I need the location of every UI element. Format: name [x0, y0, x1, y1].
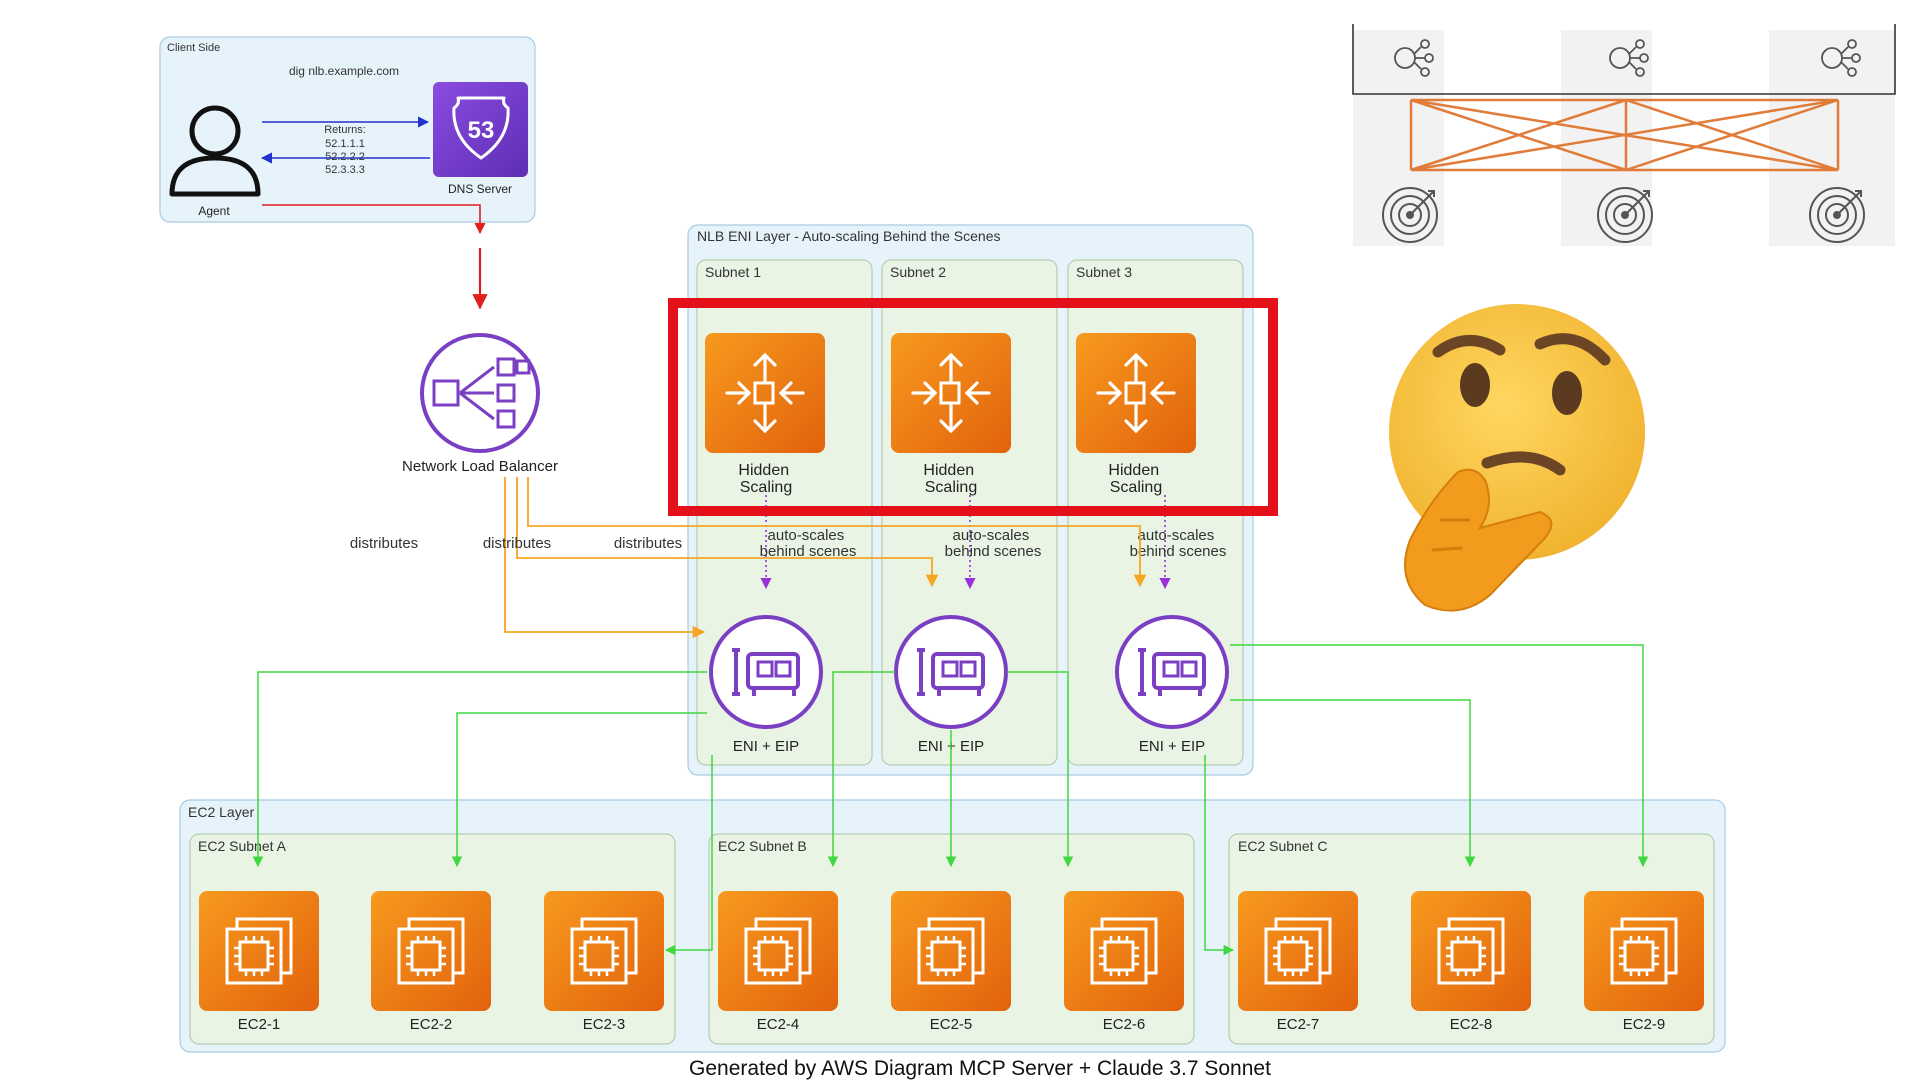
hidden-scaling-label-1: Hidden Scaling — [738, 462, 793, 496]
autoscale-line: behind scenes — [945, 543, 1042, 560]
distributes-label-2: distributes — [483, 535, 551, 552]
edge-eni3-ec2-7 — [1204, 755, 1235, 956]
agent-to-nlb-edge — [262, 204, 486, 235]
subnet-1-label: Subnet 1 — [705, 264, 761, 280]
ec2-subnet-c-label: EC2 Subnet C — [1238, 838, 1328, 854]
network-load-balancer-icon — [420, 333, 540, 453]
target-icons — [1382, 187, 1865, 243]
edge-eni1-ec2-3 — [664, 755, 713, 956]
nlb-label: Network Load Balancer — [402, 458, 558, 475]
hidden-scaling-label-3: Hidden Scaling — [1108, 462, 1163, 496]
hidden-scaling-highlight — [668, 298, 1278, 516]
network-interface-icon — [894, 615, 1008, 729]
eni-layer-title: NLB ENI Layer - Auto-scaling Behind the … — [697, 228, 1001, 244]
hidden-scaling-line: Hidden — [923, 462, 974, 479]
edge-eni2-ec2-4 — [827, 671, 895, 868]
client-side-label: Client Side — [167, 42, 220, 54]
edge-eni1-ec2-1 — [252, 671, 707, 868]
load-balancer-node-icons — [1394, 39, 1861, 77]
route53-icon: 53 — [433, 82, 528, 177]
edge-eni3-ec2-9 — [1230, 644, 1649, 868]
distributes-edge-2 — [516, 477, 939, 588]
ec2-instance-icon — [1411, 891, 1531, 1011]
cross-zone-load-balancing-icon — [1352, 24, 1896, 246]
ec2-instance-label: EC2-7 — [1277, 1016, 1320, 1033]
ec2-instance-icon — [1064, 891, 1184, 1011]
dns-query-label: dig nlb.example.com — [289, 64, 399, 78]
hidden-scaling-label-2: Hidden Scaling — [923, 462, 978, 496]
ec2-subnet-a-label: EC2 Subnet A — [198, 838, 287, 854]
eni-label-1: ENI + EIP — [733, 738, 799, 755]
autoscale-line: auto-scales — [768, 527, 845, 544]
returns-label: Returns: — [324, 124, 366, 136]
user-icon — [169, 105, 261, 197]
autoscale-label-1: auto-scales behind scenes — [760, 527, 857, 560]
eni-layer-group: NLB ENI Layer - Auto-scaling Behind the … — [687, 224, 1254, 776]
dns-badge-number: 53 — [468, 117, 495, 144]
autoscale-line: auto-scales — [953, 527, 1030, 544]
ec2-instance-icon — [1238, 891, 1358, 1011]
network-interface-icon — [709, 615, 823, 729]
subnet-2-label: Subnet 2 — [890, 264, 946, 280]
ec2-instance-label: EC2-6 — [1103, 1016, 1146, 1033]
auto-scaling-icon — [705, 333, 825, 453]
edge-eni3-ec2-8 — [1230, 699, 1476, 868]
agent-label: Agent — [198, 204, 230, 218]
auto-scaling-icon — [1076, 333, 1196, 453]
hidden-scaling-line: Hidden — [738, 462, 789, 479]
ec2-instances: EC2-1 EC2-2 EC2-3 EC2-4 EC2-5 EC2-6 EC2-7 EC2-8… — [199, 891, 1704, 1033]
ec2-instance-label: EC2-4 — [757, 1016, 800, 1033]
network-interface-icon — [1115, 615, 1229, 729]
cross-zone-lines — [1409, 98, 1840, 172]
client-side-group: Client Side dig nlb.example.com Agent 53… — [159, 36, 536, 223]
eni-label-3: ENI + EIP — [1139, 738, 1205, 755]
ec2-instance-label: EC2-5 — [930, 1016, 973, 1033]
thinking-face-emoji — [1389, 304, 1645, 612]
hidden-scaling-line: Scaling — [1110, 479, 1162, 496]
ec2-instance-label: EC2-8 — [1450, 1016, 1493, 1033]
distributes-label-3: distributes — [614, 535, 682, 552]
edge-eni1-ec2-2 — [451, 712, 707, 868]
distributes-label-1: distributes — [350, 535, 418, 552]
ec2-instance-icon — [891, 891, 1011, 1011]
autoscale-label-2: auto-scales behind scenes — [945, 527, 1042, 560]
autoscale-line: behind scenes — [1130, 543, 1227, 560]
distributes-edge-1 — [504, 477, 706, 639]
autoscale-line: auto-scales — [1138, 527, 1215, 544]
hidden-scaling-line: Scaling — [925, 479, 977, 496]
dns-server-label: DNS Server — [448, 182, 512, 196]
ec2-instance-icon — [371, 891, 491, 1011]
returned-ip-1: 52.1.1.1 — [325, 138, 365, 150]
ec2-layer-group: EC2 Layer EC2 Subnet A EC2 Subnet B EC2 … — [179, 799, 1726, 1053]
autoscale-line: behind scenes — [760, 543, 857, 560]
footer-caption: Generated by AWS Diagram MCP Server + Cl… — [689, 1057, 1271, 1080]
returned-ip-3: 52.3.3.3 — [325, 164, 365, 176]
auto-scaling-icon — [891, 333, 1011, 453]
eni-to-ec2-edges — [252, 644, 1649, 956]
hidden-scaling-line: Hidden — [1108, 462, 1159, 479]
ec2-instance-label: EC2-9 — [1623, 1016, 1666, 1033]
ec2-instance-icon — [544, 891, 664, 1011]
ec2-instance-icon — [718, 891, 838, 1011]
returned-ip-2: 52.2.2.2 — [325, 151, 365, 163]
hidden-scaling-line: Scaling — [740, 479, 792, 496]
distributes-edge-3 — [527, 477, 1147, 588]
ec2-instance-label: EC2-1 — [238, 1016, 281, 1033]
ec2-instance-icon — [199, 891, 319, 1011]
ec2-instance-icon — [1584, 891, 1704, 1011]
ec2-instance-label: EC2-2 — [410, 1016, 453, 1033]
autoscale-label-3: auto-scales behind scenes — [1130, 527, 1227, 560]
ec2-instance-label: EC2-3 — [583, 1016, 626, 1033]
ec2-layer-title: EC2 Layer — [188, 804, 254, 820]
subnet-3-label: Subnet 3 — [1076, 264, 1132, 280]
edge-eni2-ec2-6 — [1007, 671, 1074, 868]
ec2-subnet-b-label: EC2 Subnet B — [718, 838, 807, 854]
